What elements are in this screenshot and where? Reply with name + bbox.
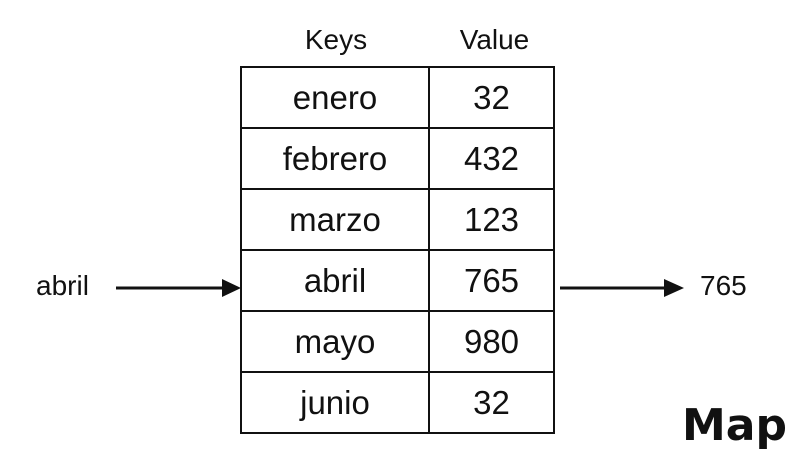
key-cell: mayo xyxy=(240,310,430,373)
value-cell: 765 xyxy=(428,249,555,312)
table-row: febrero 432 xyxy=(240,127,555,190)
value-cell: 32 xyxy=(428,371,555,434)
lookup-output-label: 765 xyxy=(700,270,747,301)
value-cell: 32 xyxy=(428,66,555,129)
value-column-header: Value xyxy=(459,24,530,55)
key-cell: febrero xyxy=(240,127,430,190)
keys-column-header: Keys xyxy=(304,24,368,55)
table-row: enero 32 xyxy=(240,66,555,129)
lookup-input-label: abril xyxy=(36,270,89,301)
key-cell: junio xyxy=(240,371,430,434)
table-row: abril 765 xyxy=(240,249,555,312)
table-row: mayo 980 xyxy=(240,310,555,373)
key-cell: abril xyxy=(240,249,430,312)
input-arrow-icon xyxy=(116,279,241,297)
key-cell: marzo xyxy=(240,188,430,251)
diagram-title: Map xyxy=(682,400,787,451)
value-cell: 432 xyxy=(428,127,555,190)
output-arrow-icon xyxy=(560,279,684,297)
table-row: marzo 123 xyxy=(240,188,555,251)
value-cell: 123 xyxy=(428,188,555,251)
key-cell: enero xyxy=(240,66,430,129)
table-row: junio 32 xyxy=(240,371,555,434)
value-cell: 980 xyxy=(428,310,555,373)
map-table: enero 32 febrero 432 marzo 123 abril 765… xyxy=(240,66,555,434)
